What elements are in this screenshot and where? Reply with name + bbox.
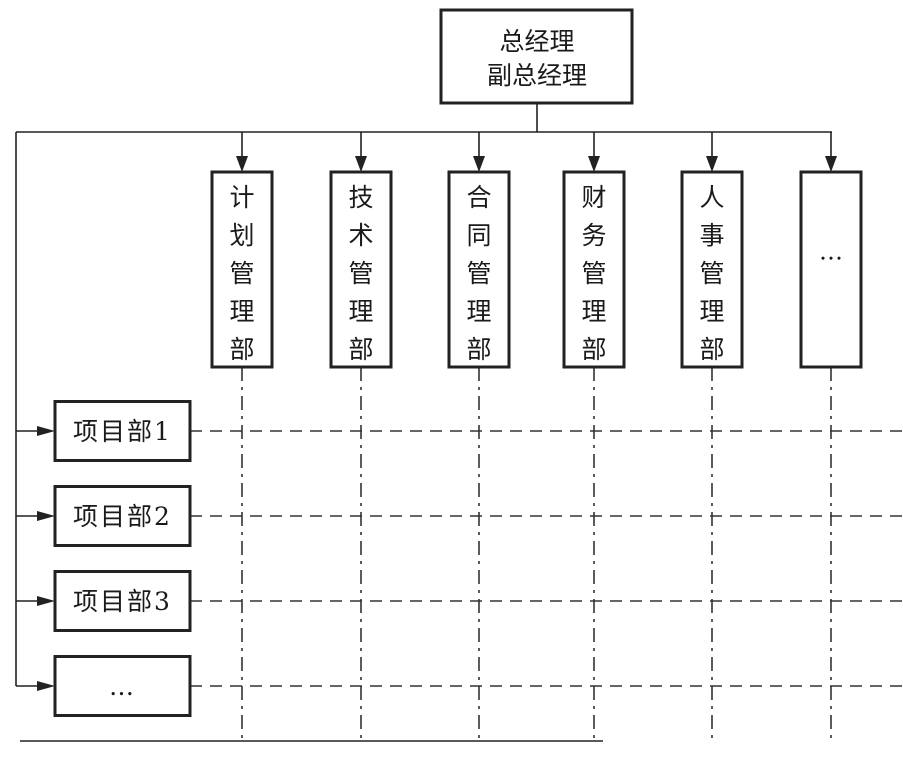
department-label-char: 术 [348, 221, 373, 250]
department-label-char: 部 [581, 335, 606, 364]
department-label-char: 部 [348, 335, 373, 364]
department-label-char: 同 [466, 221, 491, 250]
department-label-char: 部 [699, 335, 724, 364]
department-label-char: 人 [699, 183, 724, 212]
project-box-frame [53, 400, 192, 462]
arrow-right-icon [37, 426, 55, 436]
department-label-char: 管 [581, 259, 606, 288]
arrow-down-icon [706, 156, 718, 172]
project-box-frame [53, 570, 192, 632]
project-label: … [109, 672, 136, 701]
project-label: 项目部2 [73, 502, 172, 531]
arrow-down-icon [473, 156, 485, 172]
department-label-char: 部 [466, 335, 491, 364]
arrow-right-icon [37, 681, 55, 691]
project-box-frame [53, 655, 192, 717]
department-label-char: 理 [229, 297, 254, 326]
department-label-char: 财 [581, 183, 606, 212]
department-box-frame [447, 170, 511, 369]
project-box[interactable]: 项目部2 [16, 485, 192, 547]
executive-box[interactable]: 总经理 副总经理 [439, 8, 634, 105]
executive-title-line-2: 副总经理 [487, 61, 587, 90]
department-label-char: 管 [699, 259, 724, 288]
department-box[interactable]: … [799, 132, 863, 369]
arrow-down-icon [825, 156, 837, 172]
department-box-frame [680, 170, 744, 369]
department-label-char: 理 [699, 297, 724, 326]
department-label-char: 管 [229, 259, 254, 288]
project-box-frame [53, 485, 192, 547]
executive-box-frame [439, 8, 634, 105]
project-box[interactable]: … [16, 655, 192, 717]
department-label-char: 划 [229, 221, 254, 250]
department-label-char: 部 [229, 335, 254, 364]
department-box-frame [210, 170, 274, 369]
department-label-char: 管 [348, 259, 373, 288]
department-label-char: 管 [466, 259, 491, 288]
project-layer: 项目部1 项目部2 项目部3 … [16, 400, 903, 717]
department-label-char: 务 [581, 221, 606, 250]
arrow-right-icon [37, 511, 55, 521]
department-label-char: 技 [348, 183, 373, 212]
project-box[interactable]: 项目部1 [16, 400, 192, 462]
project-label: 项目部3 [73, 587, 172, 616]
executive-title-line-1: 总经理 [499, 27, 574, 56]
department-box-frame [329, 170, 393, 369]
arrow-right-icon [37, 596, 55, 606]
department-layer: 计划管理部技术管理部合同管理部财务管理部人事管理部… [210, 132, 863, 742]
arrow-down-icon [355, 156, 367, 172]
department-label-char: 理 [581, 297, 606, 326]
arrow-down-icon [588, 156, 600, 172]
project-box[interactable]: 项目部3 [16, 570, 192, 632]
department-label-char: 计 [229, 183, 254, 212]
arrow-down-icon [236, 156, 248, 172]
department-label: … [819, 238, 843, 266]
department-label-char: 理 [466, 297, 491, 326]
department-box-frame [799, 170, 863, 369]
department-label-char: 事 [699, 221, 724, 250]
project-label: 项目部1 [73, 417, 172, 446]
department-box-frame [562, 170, 626, 369]
department-label-char: 理 [348, 297, 373, 326]
department-label-char: 合 [466, 183, 491, 212]
